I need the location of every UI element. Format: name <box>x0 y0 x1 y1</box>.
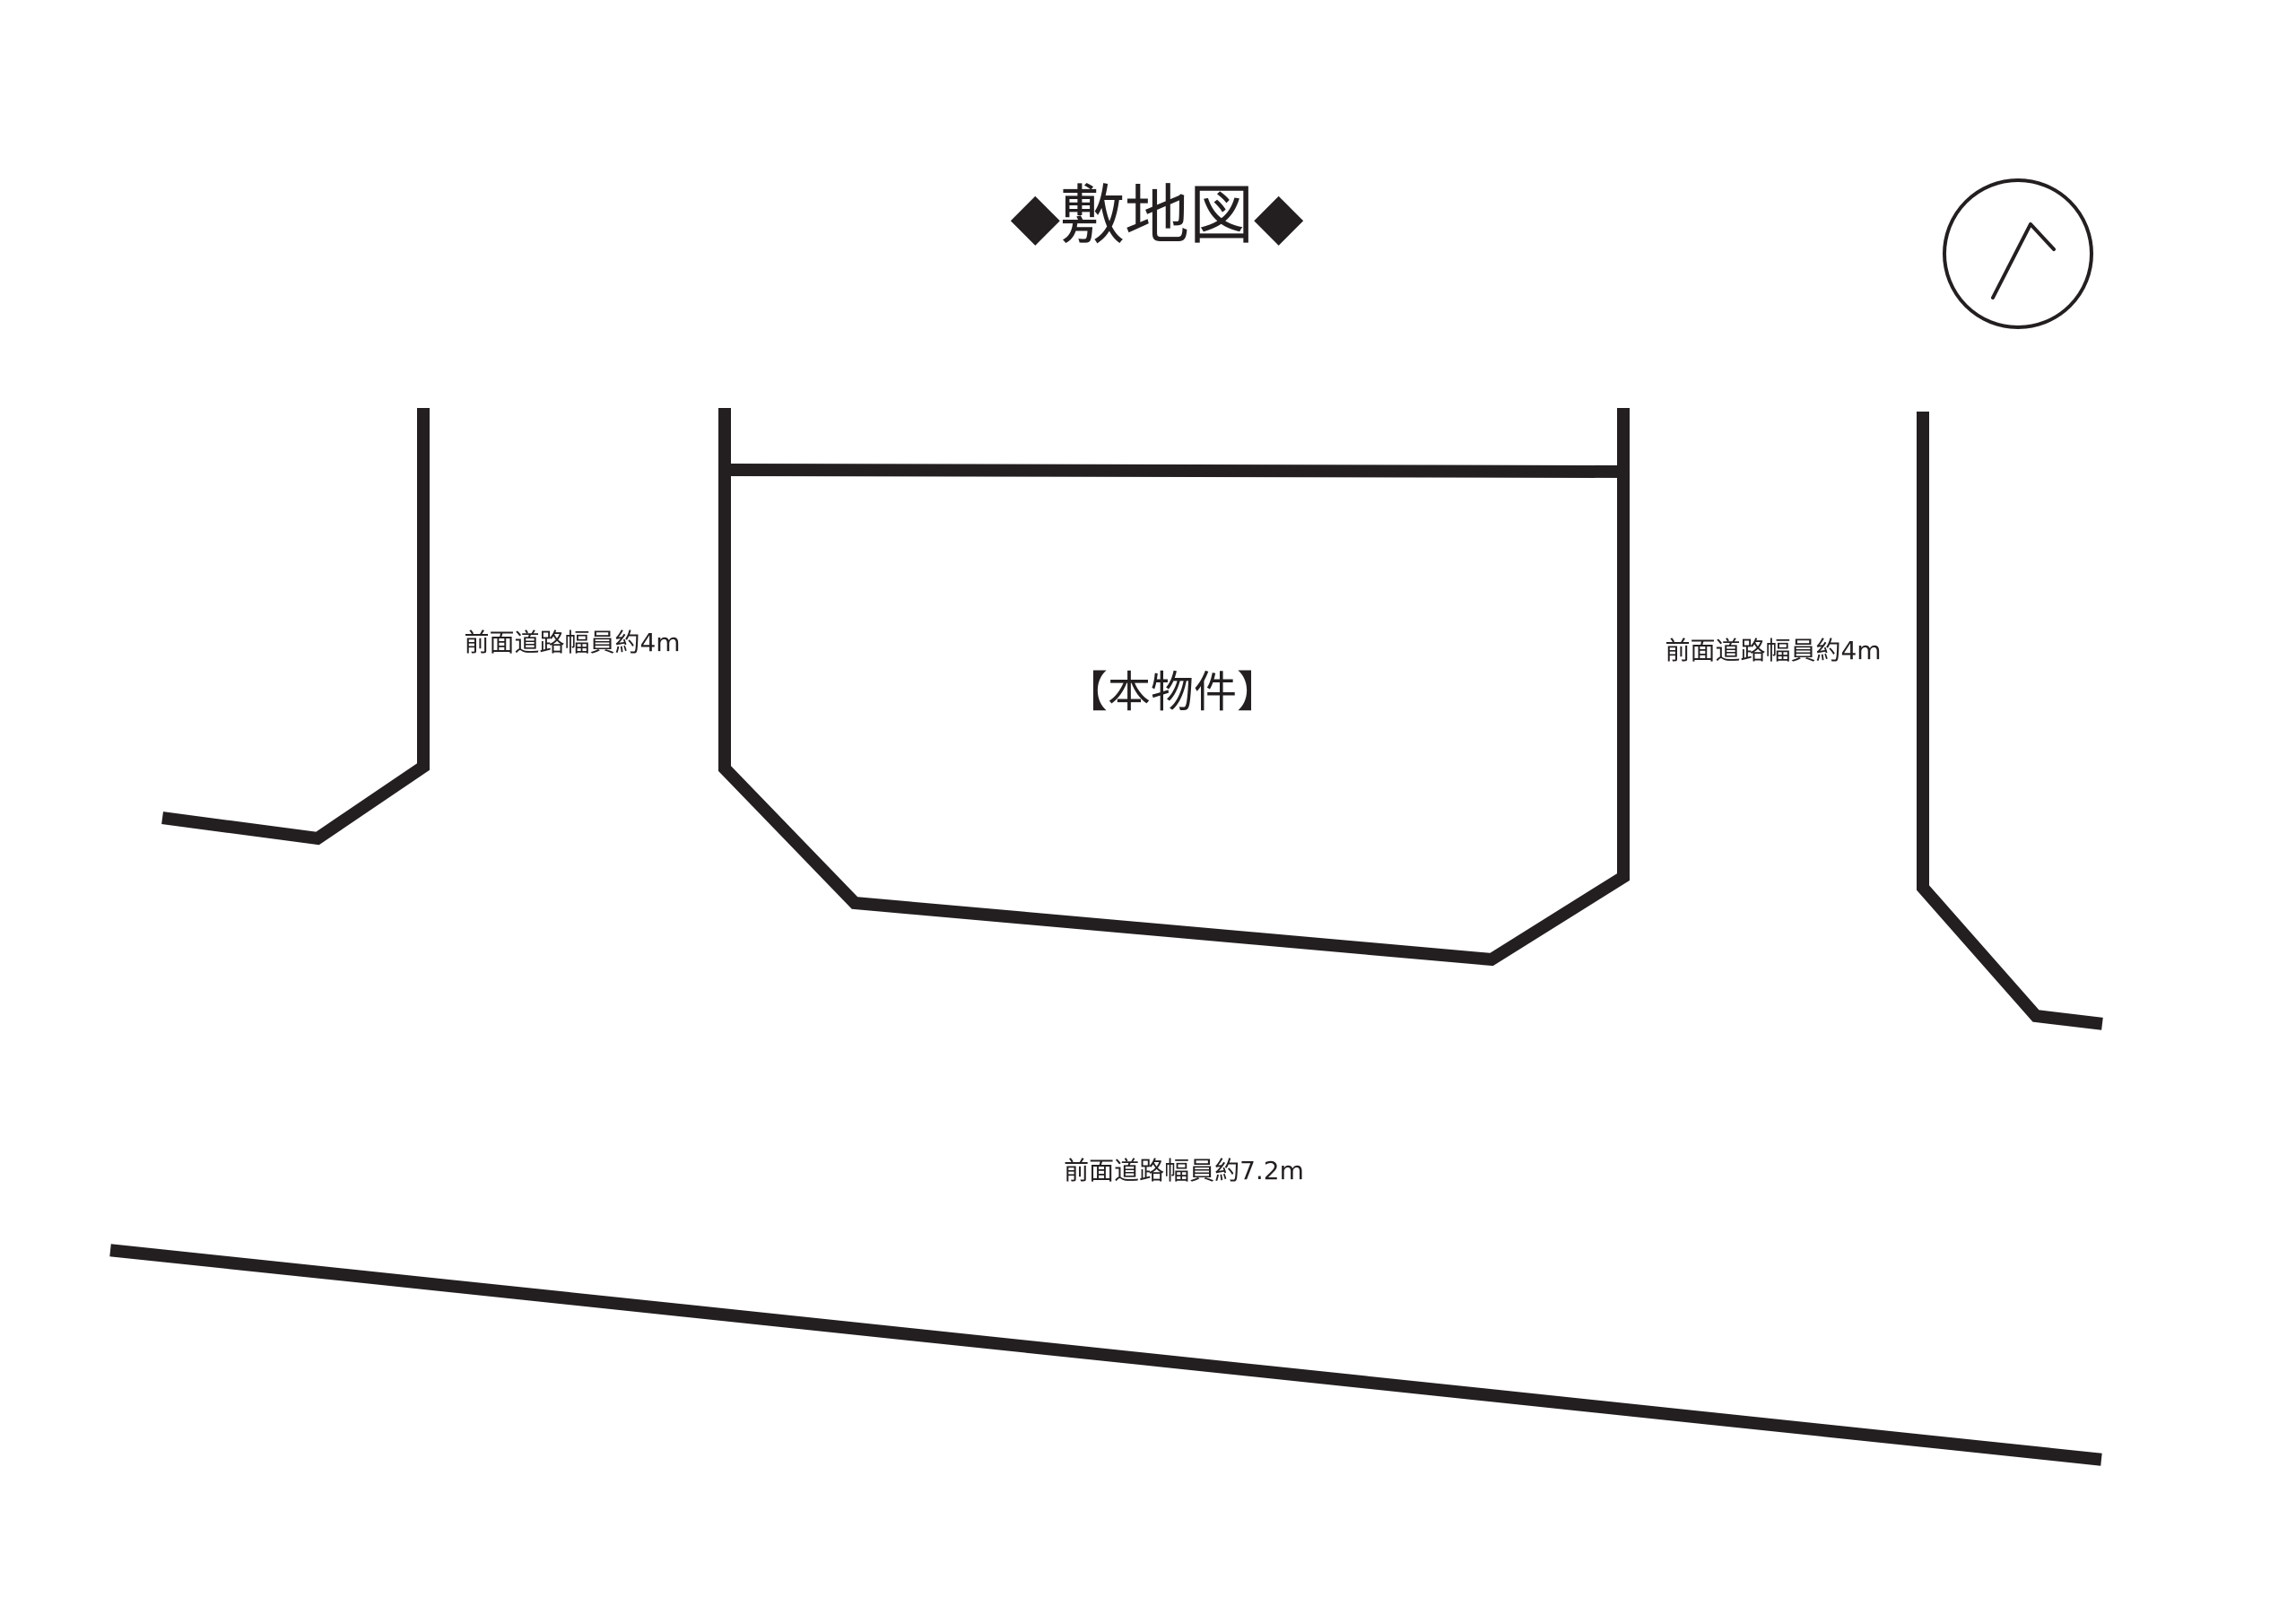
property-label: 【本物件】 <box>1065 667 1280 717</box>
property-boundary <box>718 408 1630 967</box>
right-lot-boundary <box>1917 412 2103 1030</box>
diagram-title: ◆敷地図◆ <box>1011 178 1304 253</box>
property-rear-line <box>718 463 1631 479</box>
left-lot-boundary <box>161 408 430 846</box>
front-road-far-edge <box>109 1244 2102 1466</box>
right-road-width-label: 前面道路幅員約4m <box>1665 636 1881 665</box>
front-road-width-label: 前面道路幅員約7.2m <box>1064 1156 1304 1185</box>
left-road-width-label: 前面道路幅員約4m <box>464 628 680 657</box>
north-arrow-icon <box>1943 178 2093 329</box>
